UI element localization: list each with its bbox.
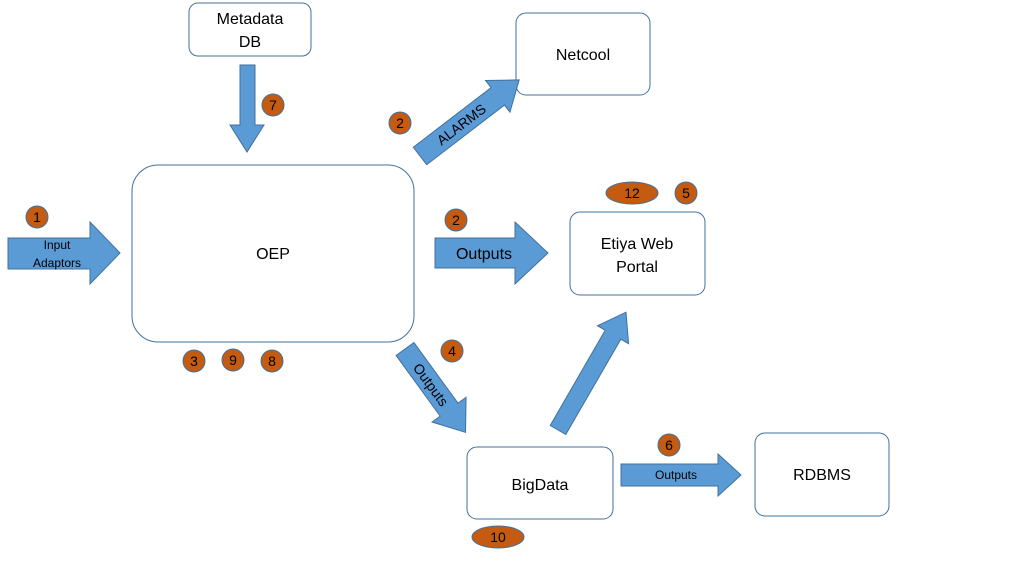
etiya-web-portal-label-line2: Portal <box>616 259 658 276</box>
alarms-arrow: ALARMS <box>412 79 520 166</box>
outputs-bigdata-arrow: Outputs <box>395 341 467 434</box>
metadata-down-arrow-shape <box>229 64 265 153</box>
etiya-web-portal-node: Etiya Web Portal <box>569 211 706 296</box>
badge-outputs-bigdata-label: 4 <box>448 343 456 359</box>
badge-oep-a-shape <box>182 349 206 373</box>
badge-alarms-label: 2 <box>396 115 404 131</box>
metadata-db-label-line2: DB <box>239 34 261 51</box>
rdbms-box <box>754 432 890 517</box>
oep-node: OEP <box>131 164 415 343</box>
outputs-rdbms-label: Outputs <box>655 468 697 482</box>
bigdata-label: BigData <box>512 477 569 494</box>
badge-alarms-shape <box>388 111 412 135</box>
outputs-rdbms-arrow: Outputs <box>620 452 742 498</box>
alarms-label: ALARMS <box>434 100 489 148</box>
metadata-db-label-line1: Metadata <box>217 11 284 28</box>
badge-alarms: 2 <box>388 111 412 135</box>
input-adaptors-arrow-shape <box>7 220 121 286</box>
metadata-db-node: Metadata DB <box>188 2 312 57</box>
badge-portal-b-label: 5 <box>682 185 690 201</box>
outputs-rdbms-arrow-shape <box>620 452 742 498</box>
badge-portal-a-shape <box>605 181 659 205</box>
badge-metadata: 7 <box>261 93 285 117</box>
badge-input-label: 1 <box>33 209 41 225</box>
etiya-web-portal-box <box>569 211 706 296</box>
bigdata-portal-arrow-shape <box>549 311 630 436</box>
outputs-bigdata-arrow-shape <box>395 341 467 434</box>
netcool-box <box>515 12 651 96</box>
bigdata-box <box>466 446 614 520</box>
netcool-node: Netcool <box>515 12 651 96</box>
etiya-web-portal-label-line1: Etiya Web <box>601 236 674 253</box>
input-adaptors-arrow: Input Adaptors <box>7 220 121 286</box>
netcool-label: Netcool <box>556 47 610 64</box>
badge-portal-a-label: 12 <box>624 185 640 201</box>
badge-oep-b-label: 9 <box>229 352 237 368</box>
oep-label: OEP <box>256 246 290 263</box>
badge-outputs-portal-shape <box>444 208 468 232</box>
badge-portal-b: 5 <box>674 181 698 205</box>
input-adaptors-label-line1: Input <box>44 238 71 252</box>
badge-rdbms: 6 <box>657 433 681 457</box>
badge-portal-a: 12 <box>605 181 659 205</box>
badge-oep-b: 9 <box>221 348 245 372</box>
badge-outputs-portal-label: 2 <box>452 212 460 228</box>
badge-oep-c-label: 8 <box>268 353 276 369</box>
outputs-portal-label: Outputs <box>456 246 512 263</box>
rdbms-node: RDBMS <box>754 432 890 517</box>
badge-metadata-label: 7 <box>269 97 277 113</box>
badge-oep-a-label: 3 <box>190 353 198 369</box>
badge-outputs-bigdata: 4 <box>440 339 464 363</box>
badge-outputs-portal: 2 <box>444 208 468 232</box>
alarms-arrow-shape <box>412 79 520 166</box>
bigdata-node: BigData <box>466 446 614 520</box>
badge-portal-b-shape <box>674 181 698 205</box>
metadata-down-arrow <box>229 64 265 153</box>
badge-rdbms-label: 6 <box>665 437 673 453</box>
oep-box <box>131 164 415 343</box>
badge-bigdata-shape <box>471 525 525 549</box>
metadata-db-box <box>188 2 312 57</box>
badge-outputs-bigdata-shape <box>440 339 464 363</box>
bigdata-portal-arrow <box>549 311 630 436</box>
outputs-portal-arrow-shape <box>434 220 549 286</box>
badge-oep-b-shape <box>221 348 245 372</box>
badge-bigdata-label: 10 <box>490 529 506 545</box>
badge-bigdata: 10 <box>471 525 525 549</box>
badge-input: 1 <box>25 205 49 229</box>
outputs-portal-arrow: Outputs <box>434 220 549 286</box>
badge-oep-a: 3 <box>182 349 206 373</box>
badge-oep-c-shape <box>260 349 284 373</box>
input-adaptors-label-line2: Adaptors <box>33 256 81 270</box>
badge-metadata-shape <box>261 93 285 117</box>
badge-oep-c: 8 <box>260 349 284 373</box>
badge-input-shape <box>25 205 49 229</box>
badge-rdbms-shape <box>657 433 681 457</box>
rdbms-label: RDBMS <box>793 467 851 484</box>
